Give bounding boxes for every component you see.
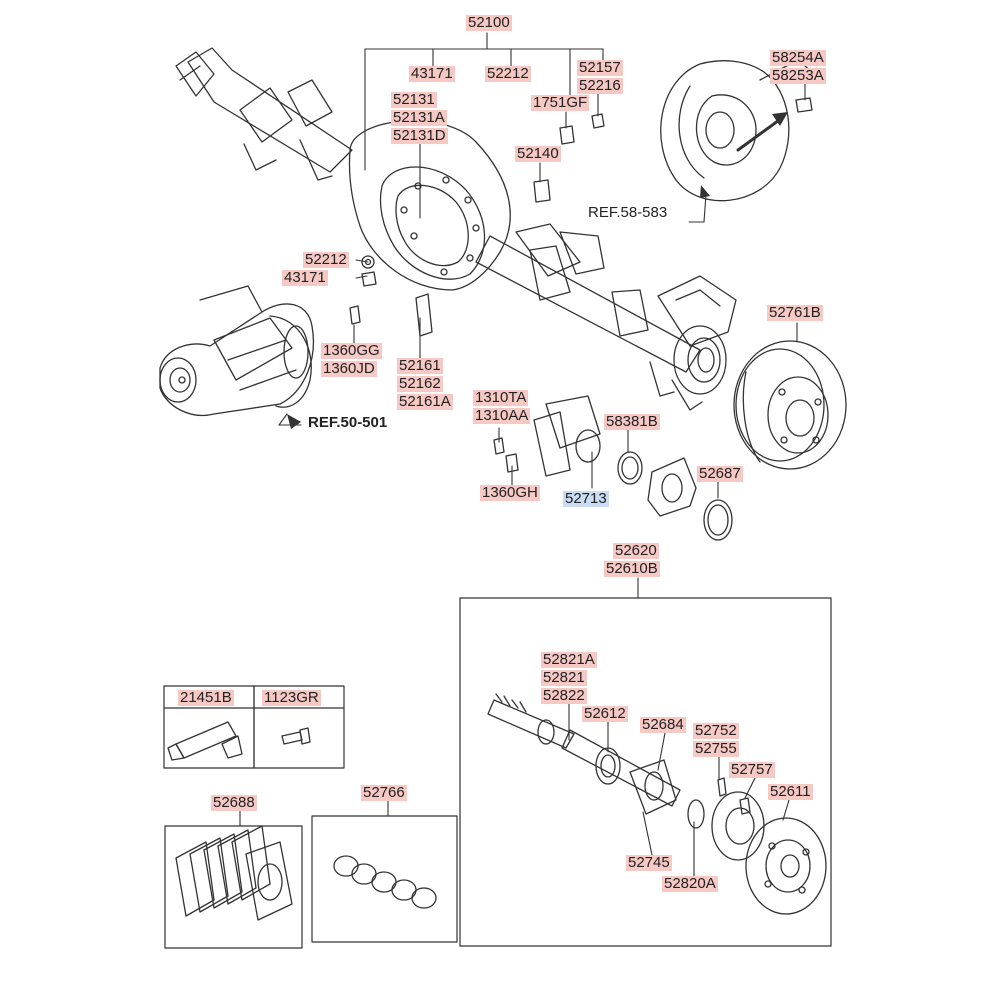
part-label-52140[interactable]: 52140 <box>515 145 561 162</box>
part-label-1751gf[interactable]: 1751GF <box>531 94 590 111</box>
part-label-52161a[interactable]: 52161A <box>397 393 453 410</box>
part-label-52216[interactable]: 52216 <box>577 77 623 94</box>
bearing-retainer <box>493 395 733 541</box>
label-stack-58254a: 58254A 58253A <box>770 50 826 86</box>
part-label-52821[interactable]: 52821 <box>541 669 587 686</box>
part-label-1310aa[interactable]: 1310AA <box>473 407 531 424</box>
label-stack-52131: 52131 52131A 52131D <box>391 92 448 146</box>
part-label-52212[interactable]: 52212 <box>485 65 531 82</box>
part-label-52766[interactable]: 52766 <box>361 784 407 801</box>
part-label-52761b[interactable]: 52761B <box>767 304 823 321</box>
part-label-1310ta[interactable]: 1310TA <box>473 389 529 406</box>
seal-ring-set <box>333 855 437 909</box>
part-label-1123gr[interactable]: 1123GR <box>262 689 321 706</box>
label-stack-52752: 52752 52755 <box>693 723 739 759</box>
axle-housing <box>175 47 737 411</box>
label-stack-1360gg: 1360GG 1360JD <box>321 343 382 379</box>
label-stack-52620: 52620 52610B <box>604 543 660 579</box>
part-label-58254a[interactable]: 58254A <box>770 49 826 66</box>
part-label-52688[interactable]: 52688 <box>211 794 257 811</box>
part-label-21451b[interactable]: 21451B <box>178 689 234 706</box>
part-label-52131[interactable]: 52131 <box>391 91 437 108</box>
gasket-set <box>175 825 293 921</box>
label-stack-1310ta: 1310TA 1310AA <box>473 389 531 426</box>
part-label-52131a[interactable]: 52131A <box>391 109 447 126</box>
part-label-1360gh[interactable]: 1360GH <box>480 484 540 501</box>
bolt-1123gr <box>281 727 311 745</box>
part-label-58253a[interactable]: 58253A <box>770 67 826 84</box>
axle-shaft-box <box>459 597 832 947</box>
vent-bolts <box>349 113 605 337</box>
part-label-52610b[interactable]: 52610B <box>604 560 660 577</box>
gasket-box <box>164 825 303 949</box>
label-stack-52161: 52161 52162 52161A <box>397 358 453 412</box>
brake-drum <box>733 340 847 470</box>
ref58-arrow <box>700 185 710 198</box>
label-stack-52157: 52157 52216 <box>577 60 623 96</box>
part-label-52100[interactable]: 52100 <box>466 14 512 31</box>
part-label-52131d[interactable]: 52131D <box>391 127 448 144</box>
seal-box <box>311 815 458 943</box>
reference-58-583[interactable]: REF.58-583 <box>588 204 668 221</box>
part-label-52612[interactable]: 52612 <box>582 705 628 722</box>
part-label-43171[interactable]: 43171 <box>409 65 455 82</box>
part-label-52821a[interactable]: 52821A <box>541 651 597 668</box>
part-label-52755[interactable]: 52755 <box>693 740 739 757</box>
backing-plate <box>660 59 813 202</box>
part-label-52212-b[interactable]: 52212 <box>303 251 349 268</box>
part-label-52745[interactable]: 52745 <box>626 854 672 871</box>
part-label-1360jd[interactable]: 1360JD <box>321 360 377 377</box>
part-label-52752[interactable]: 52752 <box>693 722 739 739</box>
part-label-52157[interactable]: 52157 <box>577 59 623 76</box>
part-label-52757[interactable]: 52757 <box>729 761 775 778</box>
part-label-52162[interactable]: 52162 <box>397 375 443 392</box>
reference-50-501[interactable]: REF.50-501 <box>308 414 388 431</box>
part-label-52620[interactable]: 52620 <box>613 542 659 559</box>
part-label-52161[interactable]: 52161 <box>397 357 443 374</box>
part-label-58381b[interactable]: 58381B <box>604 413 660 430</box>
differential-carrier <box>159 285 314 416</box>
part-label-52611[interactable]: 52611 <box>768 783 813 800</box>
ref50-arrow <box>287 414 301 429</box>
axle-shaft <box>487 693 827 915</box>
part-label-1360gg[interactable]: 1360GG <box>321 342 382 359</box>
part-label-52684[interactable]: 52684 <box>640 716 686 733</box>
label-stack-52821a: 52821A 52821 52822 <box>541 652 597 706</box>
part-label-52713-selected[interactable]: 52713 <box>563 490 609 507</box>
sealant-tube <box>167 721 243 761</box>
kit-box-1123gr <box>253 685 345 769</box>
part-label-52822[interactable]: 52822 <box>541 687 587 704</box>
part-label-52820a[interactable]: 52820A <box>662 875 718 892</box>
part-label-52687[interactable]: 52687 <box>697 465 743 482</box>
part-label-43171-b[interactable]: 43171 <box>282 269 328 286</box>
